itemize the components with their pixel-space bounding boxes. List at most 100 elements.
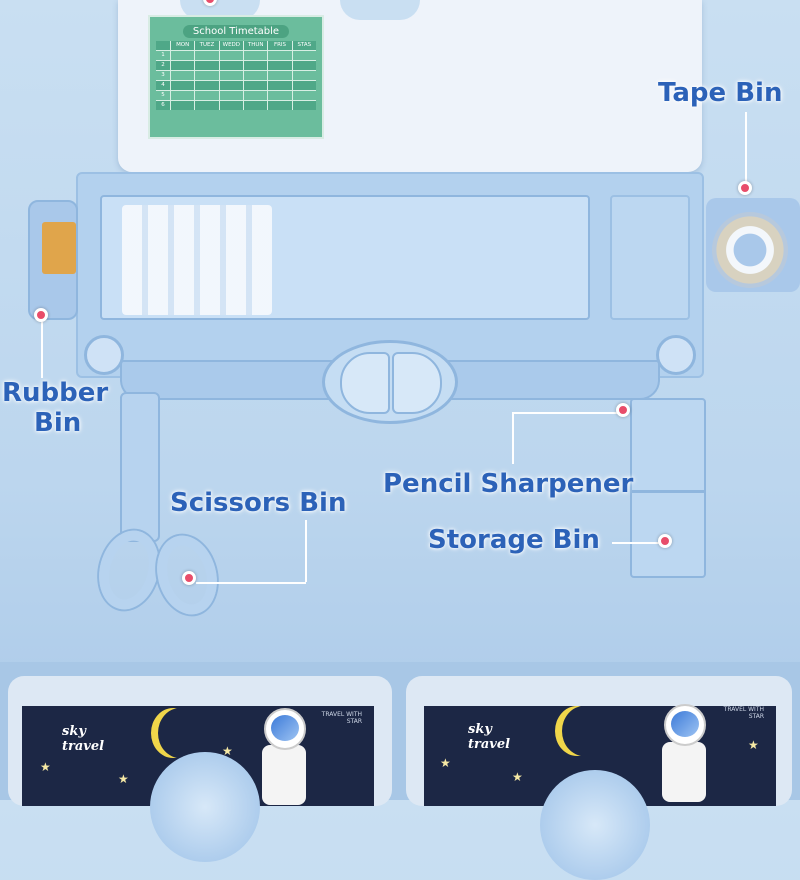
timetable-cell (195, 51, 219, 60)
knob-button-right[interactable] (392, 352, 442, 414)
astronaut-body (262, 745, 306, 805)
leader-line (512, 412, 514, 464)
timetable-cell (195, 81, 219, 90)
scissors-bin-label: Scissors Bin (170, 488, 347, 518)
timetable-row-number: 6 (156, 101, 170, 110)
astronaut-visor (271, 715, 299, 741)
timetable-header-cell: STAS (292, 41, 316, 50)
storage-bin-dot (658, 534, 672, 548)
timetable-cell (171, 71, 195, 80)
scissors-blade (120, 392, 160, 542)
tape-roll (712, 212, 788, 288)
timetable-cell (171, 61, 195, 70)
leader-line (612, 542, 662, 544)
brand-line1: sky (468, 722, 492, 737)
timetable-cell (195, 91, 219, 100)
rubber-bin-dot (34, 308, 48, 322)
variant-2-tagline: TRAVEL WITH STAR (723, 706, 764, 720)
brand-line1: sky (62, 724, 86, 739)
timetable-cell (244, 71, 268, 80)
variant-2-brand: sky travel (468, 722, 510, 752)
brand-line2: travel (468, 737, 511, 752)
timetable-row-number: 4 (156, 81, 170, 90)
timetable-cell (292, 71, 316, 80)
timetable-row-number: 1 (156, 51, 170, 60)
timetable-cell (219, 61, 243, 70)
side-slot (610, 195, 690, 320)
timetable-cell (171, 81, 195, 90)
timetable-cell (292, 81, 316, 90)
storage-bin-label: Storage Bin (428, 525, 600, 555)
timetable-cell (171, 91, 195, 100)
pencil-holder (122, 205, 272, 315)
timetable-header-cell: TUEZ (195, 41, 219, 50)
brand-line2: travel (62, 739, 105, 754)
timetable-cell (219, 101, 243, 110)
timetable-cell (268, 71, 292, 80)
timetable-header-cell: THUN (244, 41, 268, 50)
leader-line (745, 112, 747, 188)
rubber-bin-label: Rubber Bin (2, 378, 108, 438)
timetable-cell (268, 91, 292, 100)
timetable-cell (268, 61, 292, 70)
timetable-cell (292, 61, 316, 70)
storage-divider (632, 490, 704, 493)
leader-line (41, 322, 43, 378)
timetable-cell (244, 61, 268, 70)
timetable-cell (268, 101, 292, 110)
timetable-cell (244, 81, 268, 90)
timetable-title: School Timetable (183, 25, 289, 38)
lid-notch (340, 0, 420, 20)
storage-bin[interactable] (630, 398, 706, 578)
timetable-cell (219, 91, 243, 100)
eraser (42, 222, 76, 274)
timetable-cell (195, 101, 219, 110)
planet (150, 752, 260, 862)
timetable-cell (292, 51, 316, 60)
knob-button-left[interactable] (340, 352, 390, 414)
timetable-header-cell: MON (171, 41, 195, 50)
hinge-right (656, 335, 696, 375)
leader-line (305, 520, 307, 582)
timetable-cell (292, 91, 316, 100)
marker-dot (203, 0, 217, 6)
timetable-cell (171, 51, 195, 60)
star-icon: ★ (40, 760, 51, 774)
moon-icon (158, 708, 202, 758)
timetable-cell (219, 71, 243, 80)
timetable-cell (268, 81, 292, 90)
pencil-sharpener-dot (616, 403, 630, 417)
rubber-bin-label-line1: Rubber (2, 378, 109, 408)
timetable-cell (244, 101, 268, 110)
timetable-cell (244, 51, 268, 60)
hinge-left (84, 335, 124, 375)
star-icon: ★ (512, 770, 523, 784)
timetable-cell (292, 101, 316, 110)
scissors-bin-dot (182, 571, 196, 585)
timetable-header-cell: WEDD (219, 41, 243, 50)
pencil-sharpener-label: Pencil Sharpener (383, 469, 634, 499)
star-icon: ★ (748, 738, 759, 752)
variant-1-brand: sky travel (62, 724, 104, 754)
leader-line (512, 412, 624, 414)
timetable-cell (171, 101, 195, 110)
astronaut-visor (671, 711, 699, 737)
rubber-bin-label-line2: Bin (34, 408, 82, 438)
timetable-header-cell: FRIS (268, 41, 292, 50)
timetable-row-number: 2 (156, 61, 170, 70)
tape-bin-label: Tape Bin (658, 78, 783, 108)
timetable-cell (219, 51, 243, 60)
timetable-cell (219, 81, 243, 90)
timetable-cell (195, 61, 219, 70)
star-icon: ★ (440, 756, 451, 770)
variant-1-tagline: TRAVEL WITH STAR (321, 711, 362, 725)
planet (540, 770, 650, 880)
star-icon: ★ (118, 772, 129, 786)
astronaut-body (662, 742, 706, 802)
timetable-cell (244, 91, 268, 100)
leader-line (196, 582, 306, 584)
star-icon: ★ (222, 744, 233, 758)
tape-bin-dot (738, 181, 752, 195)
